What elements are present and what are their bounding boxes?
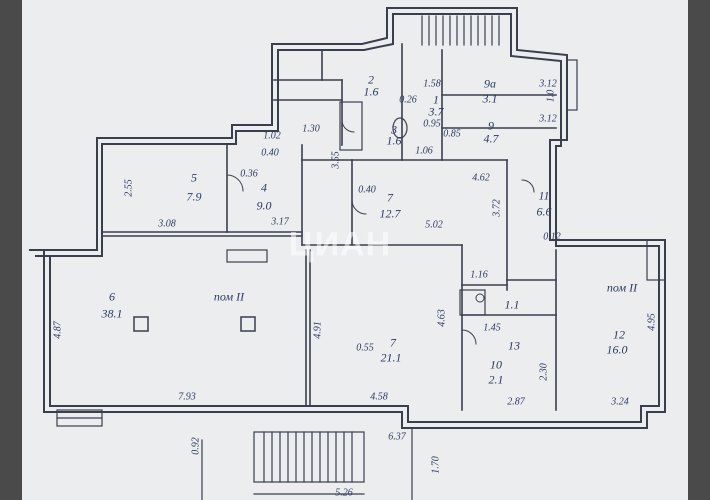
premises-label-right: пом II xyxy=(606,280,638,295)
toilet-fixture xyxy=(392,117,408,139)
wc-fixture xyxy=(339,101,363,151)
room-11-number: 10 xyxy=(490,357,502,372)
room-9a-area: 3.1 xyxy=(482,91,498,106)
dim-label: 0.55 xyxy=(356,342,374,354)
dim-label: 7.93 xyxy=(178,391,196,403)
room-4-number: 4 xyxy=(261,180,267,195)
dim-label: 2.55 xyxy=(123,179,135,197)
floor-plan-drawing xyxy=(29,7,666,500)
stair-top xyxy=(421,15,500,46)
dim-label: 4.63 xyxy=(436,309,448,327)
dim-label: 0.85 xyxy=(443,128,461,140)
dim-label: 0.40 xyxy=(358,184,376,196)
dim-label: 3.12 xyxy=(539,78,557,90)
dim-label: 4.58 xyxy=(370,391,388,403)
room-1-area: 3.7 xyxy=(428,104,444,119)
watermark: ЦИАН xyxy=(288,225,392,264)
windows xyxy=(56,59,666,427)
room-2-area: 1.6 xyxy=(363,84,379,99)
dim-label: 3.12 xyxy=(539,113,557,125)
room-3-number: 3 xyxy=(391,122,397,137)
drain-fixture xyxy=(475,293,485,303)
dim-label: 3.72 xyxy=(491,199,503,217)
outer-walls xyxy=(29,7,666,429)
dim-label: 0.26 xyxy=(399,94,417,106)
room-8-area: 12.7 xyxy=(379,206,401,221)
dim-label: 5.02 xyxy=(425,219,443,231)
room-9a-number: 9а xyxy=(484,76,496,91)
room-2-number: 2 xyxy=(368,72,374,87)
dim-label: 4.87 xyxy=(52,321,64,339)
dim-label: 1.70 xyxy=(430,456,442,474)
dim-label: 4.91 xyxy=(312,321,324,339)
room-13-area: 1.1 xyxy=(504,297,520,312)
room-9-area: 4.7 xyxy=(483,131,499,146)
room-6-number: 6 xyxy=(109,289,115,304)
dim-label: 3.55 xyxy=(330,151,342,169)
dim-label: 0.12 xyxy=(543,231,561,243)
dim-label: 2.30 xyxy=(538,363,550,381)
dim-label: 3.24 xyxy=(611,396,629,408)
dim-label: 4.95 xyxy=(646,313,658,331)
room-12-area: 16.0 xyxy=(606,342,628,357)
dim-label: 1.06 xyxy=(415,145,433,157)
room-10-area: 6.6 xyxy=(536,204,552,219)
room-4-area: 9.0 xyxy=(256,198,272,213)
room-5-area: 7.9 xyxy=(186,189,202,204)
room-8-number: 7 xyxy=(387,190,393,205)
dim-label: 1.45 xyxy=(483,322,501,334)
dim-label: 0.95 xyxy=(423,118,441,130)
room-9-number: 9 xyxy=(488,118,494,133)
dim-label: 1.16 xyxy=(470,269,488,281)
doors xyxy=(226,119,535,345)
inner-walls xyxy=(101,43,557,411)
room-12-number: 12 xyxy=(613,327,625,342)
room-3-area: 1.6 xyxy=(386,133,402,148)
dim-label: 6.37 xyxy=(388,431,406,443)
room-13-number: 13 xyxy=(508,338,520,353)
sink-fixture xyxy=(459,289,486,316)
stair-bottom xyxy=(201,427,413,500)
premises-label-left: пом II xyxy=(213,289,245,304)
room-10-number: 11 xyxy=(538,188,550,203)
column-left xyxy=(133,316,149,332)
room-1-number: 1 xyxy=(433,92,439,107)
dim-label: 0.36 xyxy=(240,168,258,180)
room-7-area: 21.1 xyxy=(380,350,402,365)
room-6-area: 38.1 xyxy=(101,306,123,321)
room-5-number: 5 xyxy=(191,170,197,185)
room-11-area: 2.1 xyxy=(488,372,504,387)
dim-label: 1.58 xyxy=(423,78,441,90)
dim-label: 1.02 xyxy=(263,130,281,142)
column-right xyxy=(240,316,256,332)
dim-label: 4.62 xyxy=(472,172,490,184)
dim-label: 3.17 xyxy=(271,216,289,228)
dim-label: 3.08 xyxy=(158,218,176,230)
dim-label: 1.30 xyxy=(302,123,320,135)
room-7-number: 7 xyxy=(390,335,396,350)
dim-label: 0.92 xyxy=(190,437,202,455)
dim-label: 1.0 xyxy=(545,89,557,103)
plan-sheet: ЦИАН 5 7.9 4 9.0 7 12.7 6 38.1 7 21.1 10… xyxy=(22,0,688,500)
dim-label: 0.40 xyxy=(261,147,279,159)
dim-label: 2.87 xyxy=(507,396,525,408)
dim-label: 5.26 xyxy=(335,487,353,499)
